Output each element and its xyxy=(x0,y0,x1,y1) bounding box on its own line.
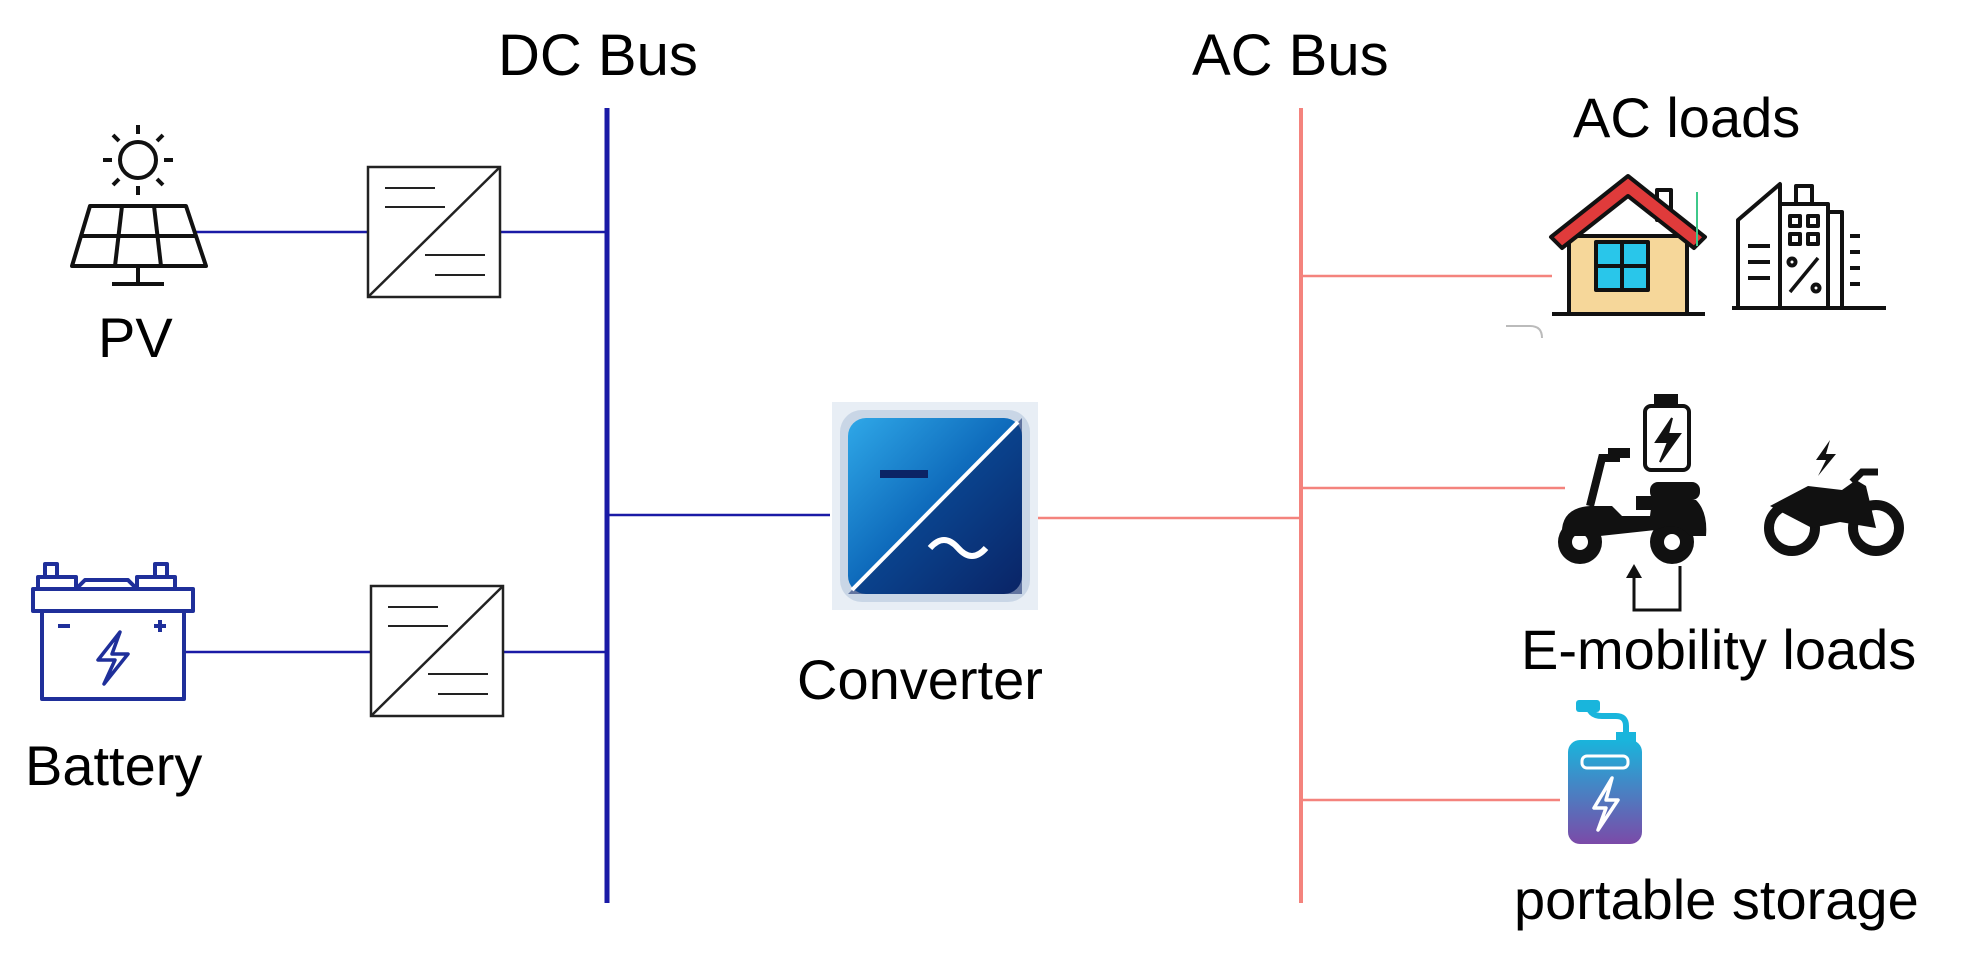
ac-loads-label: AC loads xyxy=(1573,86,1801,149)
office-building-icon xyxy=(1732,182,1886,310)
pv-label: PV xyxy=(98,306,173,369)
battery-label: Battery xyxy=(25,734,203,797)
solar-panel-icon xyxy=(70,204,208,286)
ac-bus-label: AC Bus xyxy=(1192,23,1389,88)
power-bank-icon xyxy=(1568,700,1642,844)
charge-arrow xyxy=(1632,566,1682,612)
sun-icon xyxy=(103,125,173,195)
battery-charge-icon xyxy=(1643,394,1691,472)
electric-motorcycle-icon xyxy=(1764,440,1904,556)
inverter-icon xyxy=(832,402,1038,610)
charge-arrowhead xyxy=(1626,564,1642,578)
converter-label: Converter xyxy=(797,648,1043,711)
portable-storage-label: portable storage xyxy=(1514,868,1919,931)
dc-dc-converter-icon xyxy=(366,165,502,299)
house-icon xyxy=(1549,174,1707,316)
car-battery-icon xyxy=(31,562,195,701)
e-mobility-loads-label: E-mobility loads xyxy=(1521,618,1917,681)
dc-bus-label: DC Bus xyxy=(498,23,698,88)
dc-dc-converter-icon xyxy=(369,584,505,718)
electric-scooter-icon xyxy=(1558,448,1707,564)
